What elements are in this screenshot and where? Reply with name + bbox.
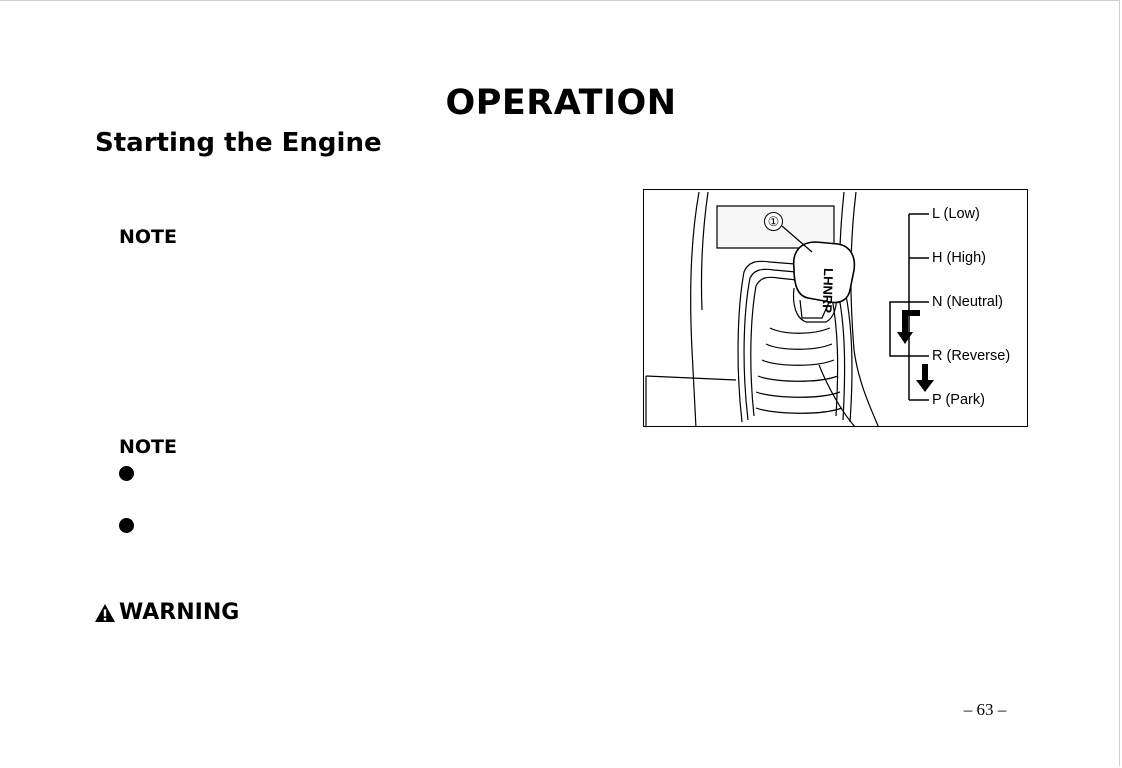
gear-label-reverse: R (Reverse) — [932, 348, 1011, 364]
shift-lever-illustration: LHNRP — [645, 191, 934, 426]
subsection-title: Starting the Engine — [95, 128, 382, 158]
warning-heading: WARNING — [94, 600, 239, 626]
gear-label-park: P (Park) — [932, 392, 985, 408]
section-title: OPERATION — [445, 83, 677, 123]
bullet-point-2 — [119, 518, 134, 533]
gear-label-high: H (High) — [932, 250, 986, 266]
page-number: – 63 – — [963, 700, 1007, 719]
note-heading-1: NOTE — [119, 226, 177, 248]
note-heading-2: NOTE — [119, 436, 177, 458]
shift-lever-figure: LHNRP ① L (Low) H (High) N (Neutral) R (… — [643, 189, 1028, 427]
callout-number: ① — [764, 212, 783, 231]
bullet-point-1 — [119, 466, 134, 481]
gear-label-low: L (Low) — [932, 206, 980, 222]
warning-label: WARNING — [119, 600, 240, 625]
warning-triangle-icon — [95, 604, 115, 622]
gear-label-neutral: N (Neutral) — [932, 294, 1003, 310]
knob-markings: LHNRP — [820, 268, 837, 314]
